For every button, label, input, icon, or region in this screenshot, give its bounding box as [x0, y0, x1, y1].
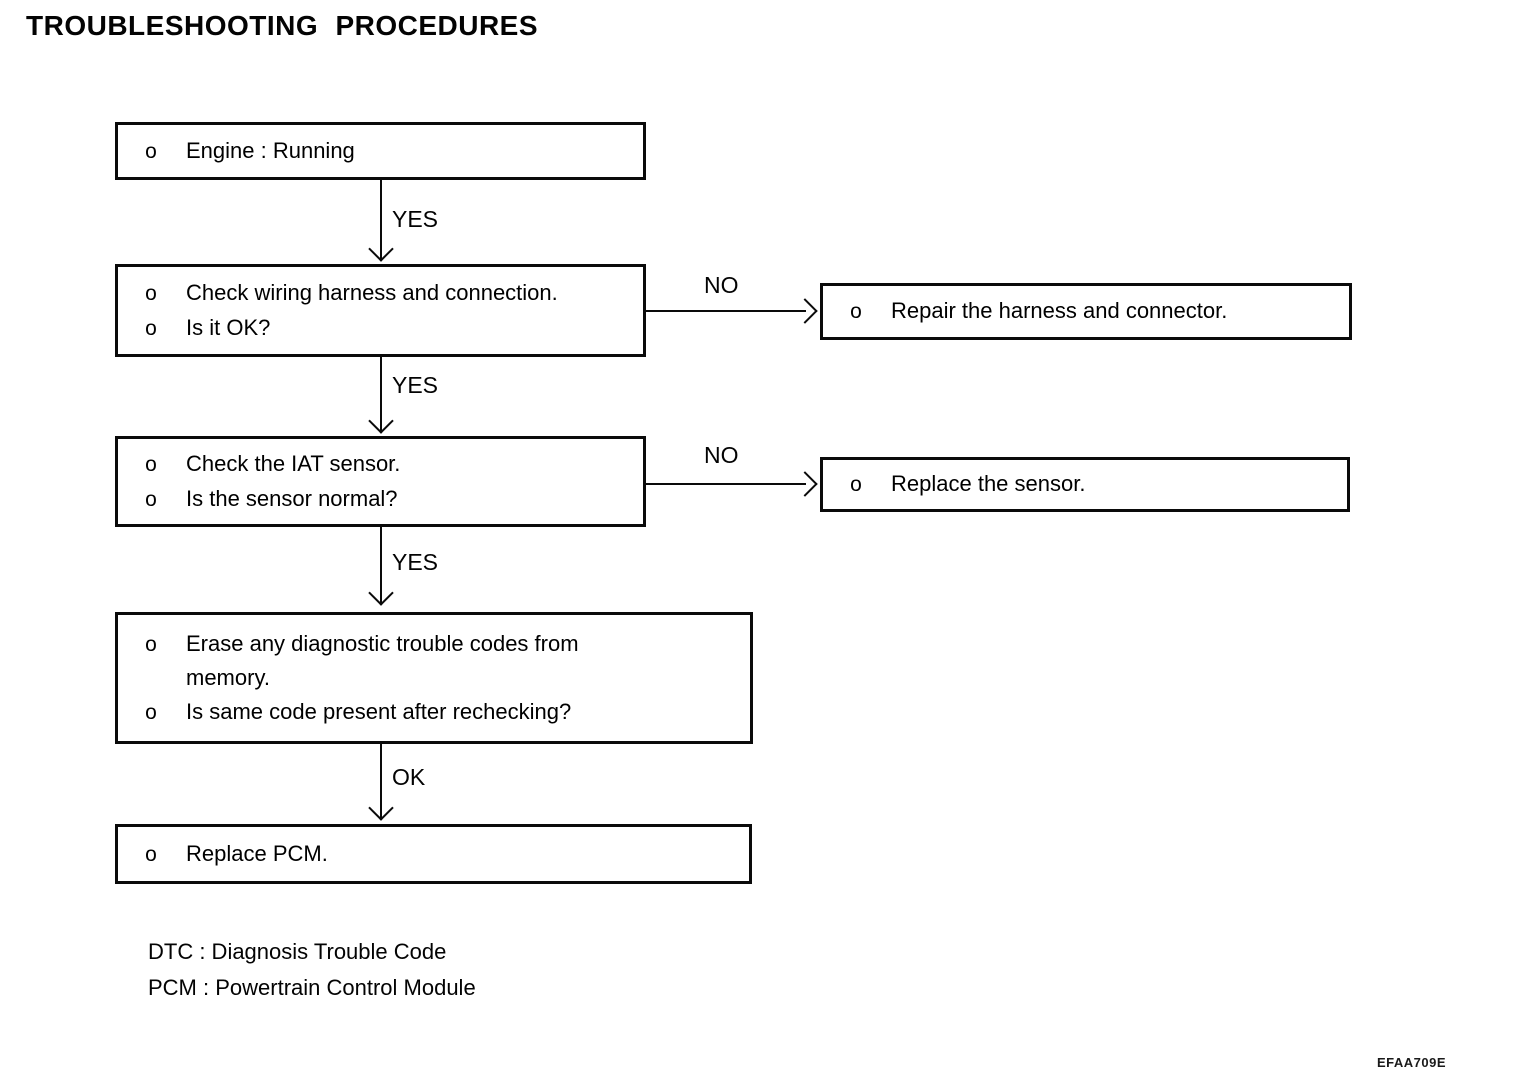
connector-label-yes-1: YES — [392, 206, 439, 232]
flow-step-text: Check the IAT sensor. — [186, 450, 401, 476]
bullet-marker: o — [145, 842, 157, 866]
legend-line-pcm: PCM : Powertrain Control Module — [148, 975, 476, 1000]
flow-step-text: Replace the sensor. — [891, 471, 1086, 496]
bullet-marker: o — [850, 300, 862, 323]
flow-arrow-yes-2-head-icon — [368, 408, 394, 434]
flow-step-line: o Engine : Running — [118, 134, 643, 169]
flow-arrow-ok-line — [380, 744, 382, 818]
flow-step-text: Replace PCM. — [186, 840, 328, 866]
bullet-marker: o — [145, 139, 157, 163]
connector-label-ok: OK — [392, 764, 426, 790]
bullet-marker: o — [145, 316, 157, 340]
bullet-marker: o — [145, 281, 157, 305]
connector-label-yes-2: YES — [392, 372, 439, 398]
flow-step-line: o Erase any diagnostic trouble codes fro… — [118, 627, 750, 695]
connector-label-yes-3: YES — [392, 549, 439, 575]
flow-arrow-no-1-line — [646, 310, 806, 312]
flow-arrow-no-2-head-icon — [792, 471, 818, 497]
flow-step-erase-codes: o Erase any diagnostic trouble codes fro… — [115, 612, 753, 744]
flow-step-text: Check wiring harness and connection. — [186, 279, 558, 305]
flow-step-line: o Replace PCM. — [118, 837, 749, 872]
flow-arrow-no-2-line — [646, 483, 806, 485]
flow-step-text: Is it OK? — [186, 314, 271, 340]
flow-step-text: Is same code present after rechecking? — [186, 698, 572, 724]
connector-label-no-1: NO — [704, 272, 739, 298]
flow-step-text: Repair the harness and connector. — [891, 298, 1228, 323]
flow-result-repair-harness: o Repair the harness and connector. — [820, 283, 1352, 340]
flow-step-line: o Replace the sensor. — [823, 467, 1347, 502]
page-title: TROUBLESHOOTING PROCEDURES — [26, 10, 539, 41]
flow-step-replace-pcm: o Replace PCM. — [115, 824, 752, 884]
bullet-marker: o — [145, 487, 157, 511]
figure-code: EFAA709E — [1377, 1055, 1447, 1070]
bullet-marker: o — [850, 473, 862, 496]
flow-step-line: o Check wiring harness and connection. — [118, 276, 643, 311]
flow-step-line: o Is the sensor normal? — [118, 482, 643, 517]
flow-arrow-yes-1-head-icon — [368, 236, 394, 262]
legend-line-dtc: DTC : Diagnosis Trouble Code — [148, 939, 447, 964]
bullet-marker: o — [145, 452, 157, 476]
abbreviation-legend: DTC : Diagnosis Trouble Code PCM : Power… — [148, 934, 476, 1006]
connector-label-no-2: NO — [704, 442, 739, 468]
flow-step-engine-running: o Engine : Running — [115, 122, 646, 180]
flow-step-line: o Is same code present after rechecking? — [118, 695, 750, 730]
flow-step-check-wiring: o Check wiring harness and connection. o… — [115, 264, 646, 357]
flow-arrow-ok-head-icon — [368, 795, 394, 821]
flow-arrow-no-1-head-icon — [792, 298, 818, 324]
flow-step-check-iat-sensor: o Check the IAT sensor. o Is the sensor … — [115, 436, 646, 527]
flow-step-text: Engine : Running — [186, 137, 355, 163]
flow-arrow-yes-1-line — [380, 180, 382, 260]
flow-arrow-yes-2-line — [380, 357, 382, 432]
flow-result-replace-sensor: o Replace the sensor. — [820, 457, 1350, 512]
bullet-marker: o — [145, 632, 157, 656]
flow-step-text: Erase any diagnostic trouble codes from … — [186, 630, 579, 690]
bullet-marker: o — [145, 700, 157, 724]
flow-arrow-yes-3-line — [380, 527, 382, 604]
flow-step-text: Is the sensor normal? — [186, 485, 398, 511]
flow-step-line: o Is it OK? — [118, 311, 643, 346]
flow-step-line: o Repair the harness and connector. — [823, 294, 1349, 329]
flow-step-line: o Check the IAT sensor. — [118, 447, 643, 482]
flow-arrow-yes-3-head-icon — [368, 580, 394, 606]
